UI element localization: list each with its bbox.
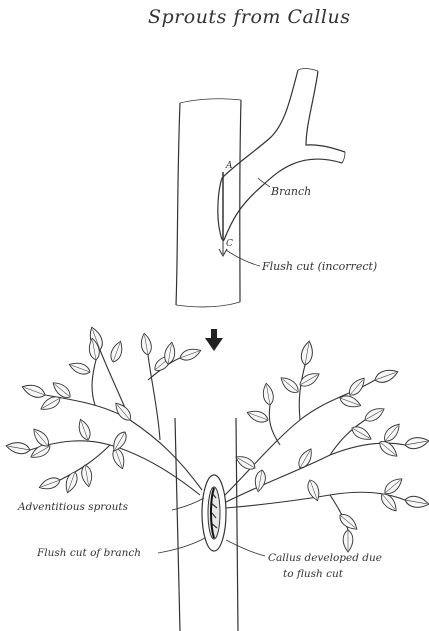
upper-trunk — [176, 99, 241, 307]
marker-c: C — [226, 240, 233, 249]
adventitious-sprouts-label: Adventitious sprouts — [18, 502, 128, 513]
callus-label-line1: Callus developed due — [268, 553, 382, 564]
callus-wound — [202, 475, 226, 551]
branch — [218, 68, 345, 240]
callus-label-line2: to flush cut — [283, 569, 343, 580]
down-arrow-icon — [205, 329, 223, 351]
diagram-title: Sprouts from Callus — [148, 8, 350, 27]
marker-a: A — [226, 162, 233, 171]
flush-cut-incorrect-label: Flush cut (incorrect) — [262, 261, 377, 272]
right-sprouts — [225, 365, 405, 530]
left-leaves — [5, 325, 202, 494]
branch-label: Branch — [271, 186, 311, 197]
right-leaves — [234, 340, 429, 552]
flush-cut-of-branch-label: Flush cut of branch — [37, 548, 141, 559]
